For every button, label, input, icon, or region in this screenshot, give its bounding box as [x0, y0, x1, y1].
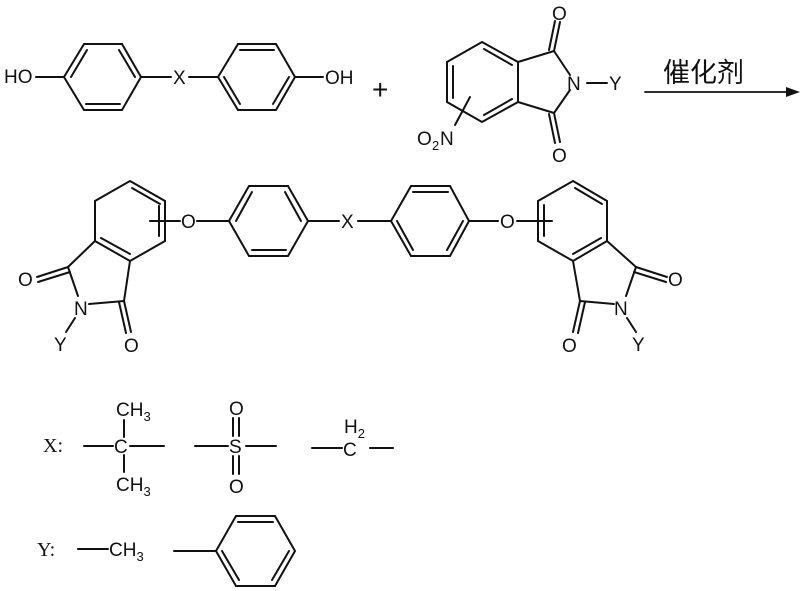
bridge-x-label: X	[173, 68, 186, 89]
product-left-phthalimide: O O N Y O	[18, 179, 230, 357]
reaction-arrow: 催化剂	[644, 58, 800, 97]
benzene-ring-left	[62, 43, 143, 111]
methyl-bottom: CH3	[116, 475, 151, 499]
y-option-methyl: CH3	[77, 540, 144, 564]
phthalimide-benzene-ring	[446, 40, 519, 124]
nitro-n: N	[440, 129, 454, 150]
imide-n-left: N	[74, 299, 88, 320]
arrowhead-icon	[786, 87, 800, 97]
plus-sign: +	[372, 74, 388, 105]
carbonyl-o-left-bottom: O	[124, 336, 139, 357]
methyl-top: CH3	[116, 400, 151, 424]
ether-o-left: O	[181, 212, 196, 233]
isopropylidene-c: C	[114, 437, 128, 458]
hydroxyl-right-label: OH	[325, 68, 354, 89]
methylene-c: C	[343, 440, 357, 461]
product: O O N Y O X O	[18, 179, 683, 357]
nitro-subscript: 2	[432, 138, 439, 153]
carbonyl-o-left: O	[18, 270, 33, 291]
substituent-y-right: Y	[632, 335, 645, 356]
methyl-label: CH3	[109, 540, 144, 564]
ether-o-right: O	[500, 212, 515, 233]
sulfonyl-o-top: O	[229, 399, 244, 420]
product-right-phthalimide: O O O N Y	[500, 179, 683, 357]
product-core: X	[227, 185, 499, 257]
reactant-nitrophthalimide: O O N Y O 2 N	[417, 4, 622, 167]
reactant-bisphenol: HO X OH	[4, 43, 354, 111]
carbonyl-o-right-bottom: O	[562, 336, 577, 357]
hydroxyl-left-label: HO	[4, 67, 33, 88]
x-option-methylene: C H2	[311, 417, 394, 461]
catalyst-label: 催化剂	[663, 58, 744, 89]
legend-y-label: Y:	[37, 539, 55, 561]
methylene-h2: H2	[344, 417, 365, 441]
substituent-y-left: Y	[54, 335, 67, 356]
carbonyl-o-top: O	[552, 4, 567, 25]
y-option-phenyl	[173, 515, 297, 587]
imide-n: N	[567, 74, 581, 95]
carbonyl-o-right: O	[668, 270, 683, 291]
benzene-ring-right	[216, 43, 297, 111]
carbonyl-o-bottom: O	[552, 146, 567, 167]
nitro-o: O	[417, 129, 432, 150]
legend-y: Y: CH3	[37, 515, 297, 587]
legend-x-label: X:	[43, 435, 63, 457]
legend-x: X: C CH3 CH3 S O O C H2	[43, 399, 394, 499]
sulfonyl-s: S	[229, 437, 242, 458]
x-option-sulfonyl: S O O	[194, 399, 277, 498]
bridge-x-product: X	[341, 212, 354, 233]
substituent-y: Y	[609, 74, 622, 95]
sulfonyl-o-bottom: O	[229, 477, 244, 498]
imide-n-right: N	[614, 299, 628, 320]
x-option-isopropylidene: C CH3 CH3	[83, 400, 165, 499]
